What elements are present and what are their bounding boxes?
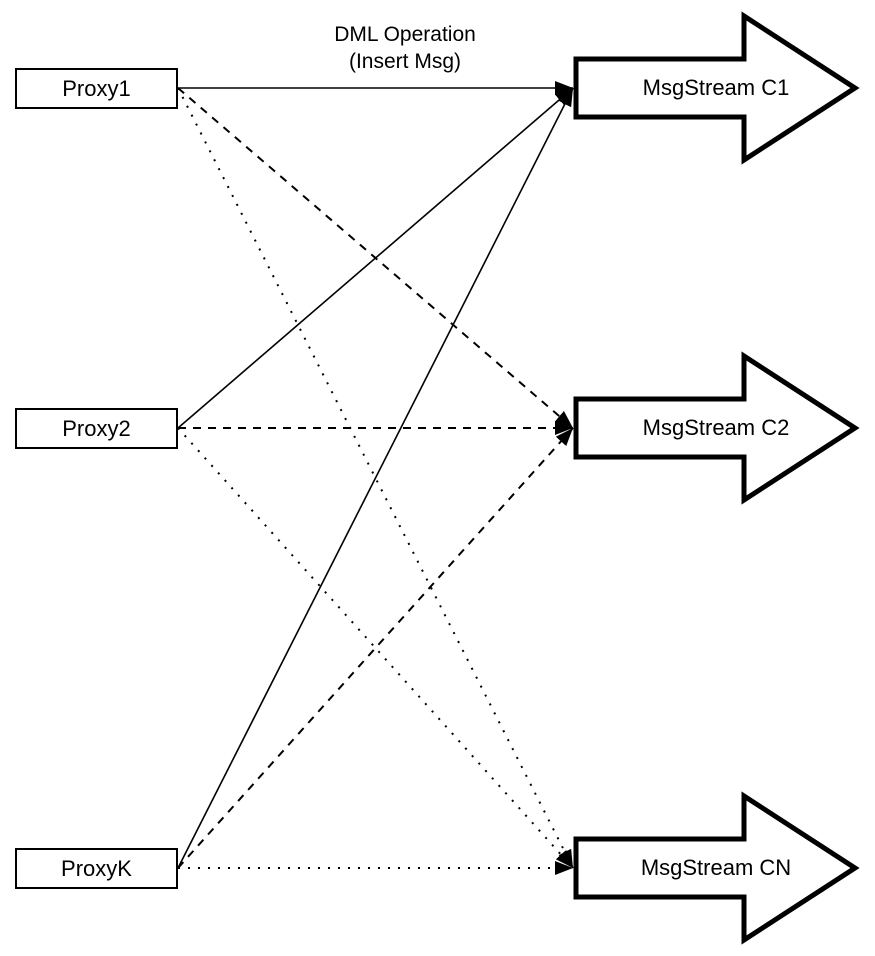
- edge-proxyk-to-c2: [177, 427, 574, 869]
- proxy2-box: Proxy2: [15, 408, 178, 449]
- msgstream-cn-label: MsgStream CN: [640, 855, 792, 880]
- msgstream-cn-arrow-shape: [573, 791, 860, 945]
- proxyk-label: ProxyK: [61, 855, 132, 881]
- proxy1-box: Proxy1: [15, 68, 178, 109]
- edge-proxy2-to-c1: [177, 87, 574, 429]
- edges-layer: [177, 81, 574, 875]
- proxyk-box: ProxyK: [15, 848, 178, 889]
- proxy2-label: Proxy2: [62, 415, 131, 441]
- msgstream-c1-arrow-shape: [573, 11, 860, 165]
- edge-label: DML Operation (Insert Msg): [280, 21, 530, 75]
- edge-label-line2: (Insert Msg): [348, 50, 461, 73]
- proxy1-label: Proxy1: [62, 75, 131, 101]
- msgstream-c2-label: MsgStream C2: [642, 415, 790, 440]
- edge-label-line1: DML Operation: [334, 23, 476, 46]
- edge-proxyk-to-c1: [177, 87, 574, 869]
- msgstream-c2-arrow-shape: [573, 351, 860, 505]
- msgstream-c1-label: MsgStream C1: [642, 75, 790, 100]
